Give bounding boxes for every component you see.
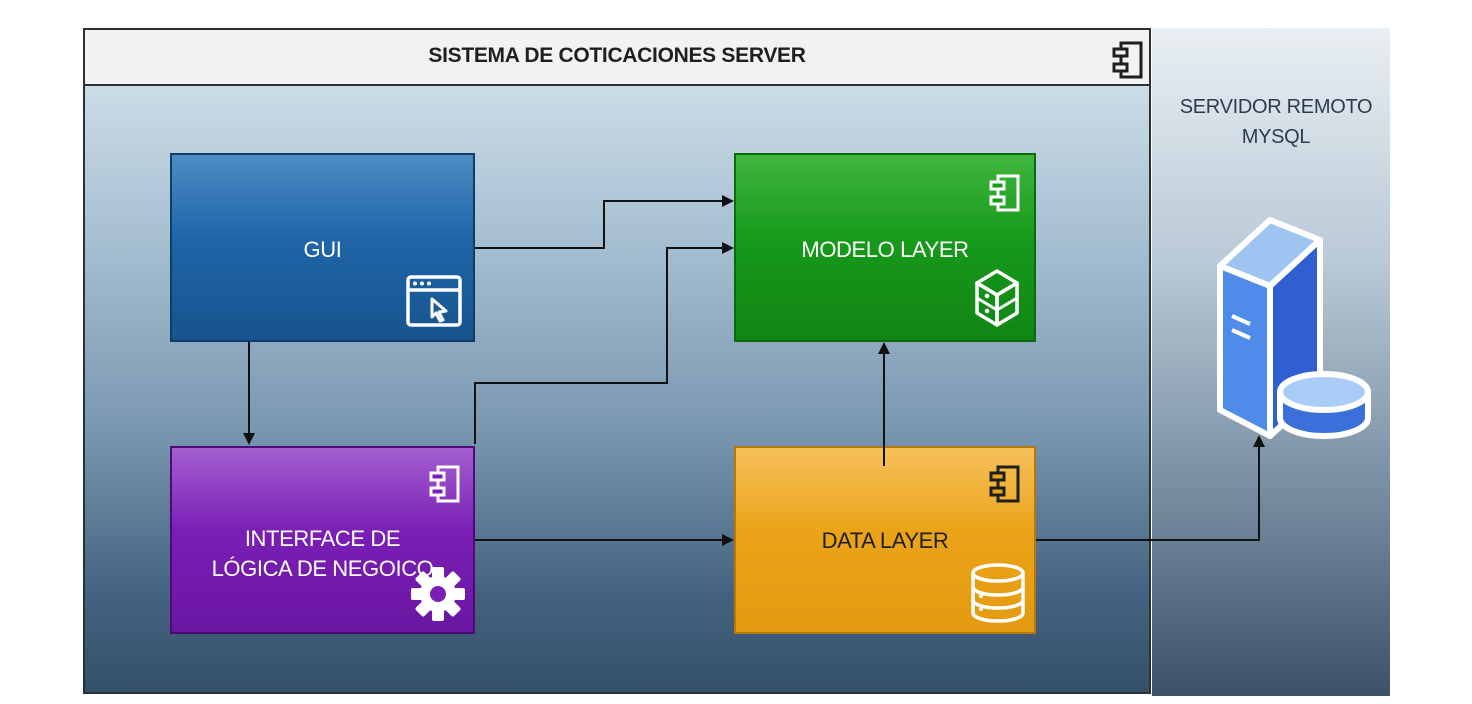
component-icon — [1112, 41, 1143, 79]
gui-label: GUI — [303, 237, 342, 262]
component-icon — [429, 465, 460, 503]
data-layer-label: DATA LAYER — [821, 528, 949, 553]
logica-negocio-box[interactable]: INTERFACE DE LÓGICA DE NEGOICO — [170, 446, 475, 634]
remote-title-line2: MYSQL — [1241, 126, 1311, 148]
database-icon — [971, 563, 1025, 623]
gear-icon — [411, 567, 465, 621]
connector-gui-modelo — [475, 195, 734, 249]
system-header: SISTEMA DE COTICACIONES SERVER — [85, 30, 1149, 86]
gui-box[interactable]: GUI — [170, 153, 475, 342]
modelo-layer-label: MODELO LAYER — [801, 237, 969, 262]
remote-title-line1: SERVIDOR REMOTO — [1179, 96, 1373, 118]
logica-label-line2: LÓGICA DE NEGOICO — [211, 556, 434, 581]
connector-logica-modelo — [474, 242, 734, 444]
component-icon — [989, 174, 1020, 212]
logica-negocio-label: INTERFACE DE LÓGICA DE NEGOICO — [172, 524, 473, 584]
server-database-icon — [1217, 217, 1371, 439]
connector-data-server — [1036, 435, 1265, 541]
browser-cursor-icon — [406, 275, 462, 327]
remote-server-title: SERVIDOR REMOTO MYSQL — [1152, 92, 1400, 152]
component-icon — [989, 465, 1020, 503]
data-layer-box[interactable]: DATA LAYER — [734, 446, 1036, 634]
system-title: SISTEMA DE COTICACIONES SERVER — [428, 44, 806, 67]
modelo-layer-box[interactable]: MODELO LAYER — [734, 153, 1036, 342]
cube-icon — [975, 269, 1019, 327]
logica-label-line1: INTERFACE DE — [244, 526, 401, 551]
